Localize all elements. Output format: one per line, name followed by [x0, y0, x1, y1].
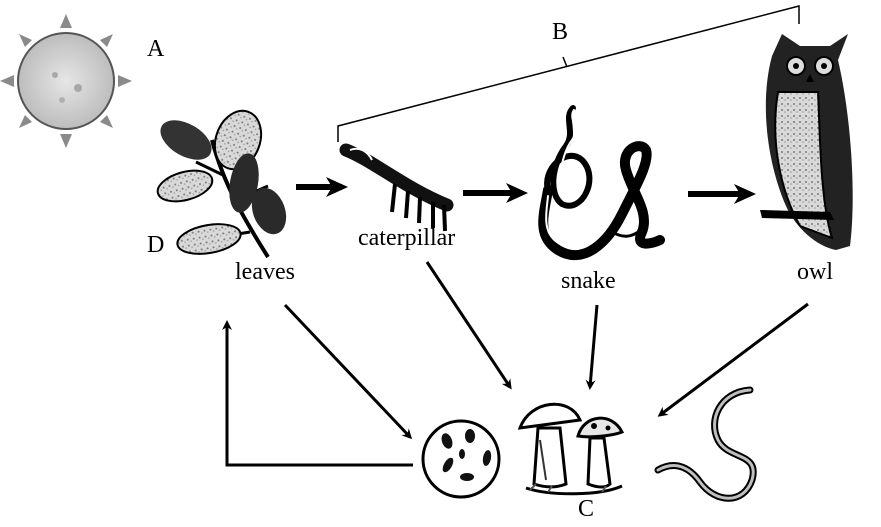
- label-d: D: [147, 232, 164, 259]
- owl-icon: [760, 34, 853, 250]
- caterpillar-icon: [346, 149, 447, 231]
- arrow-caterpillar-to-decomposers: [427, 262, 510, 387]
- arrow-leaves-to-bacteria: [285, 305, 410, 437]
- food-chain-arrows: [296, 187, 750, 194]
- arrow-owl-to-decomposers: [660, 304, 808, 415]
- sun-icon: [0, 14, 132, 148]
- decomposition-arrows: [227, 262, 808, 465]
- label-snake: snake: [561, 268, 616, 295]
- arrow-bacteria-to-leaves: [227, 323, 413, 465]
- label-caterpillar: caterpillar: [358, 225, 455, 252]
- label-c: C: [578, 496, 594, 523]
- mushroom-icon: [520, 404, 622, 494]
- label-leaves: leaves: [235, 259, 295, 286]
- bacteria-icon: [423, 421, 499, 497]
- label-owl: owl: [797, 259, 833, 286]
- label-a: A: [147, 36, 164, 63]
- arrow-snake-to-decomposers: [590, 305, 597, 387]
- leaf-branch-icon: [154, 104, 292, 258]
- label-b: B: [552, 19, 568, 46]
- snake-icon: [543, 108, 660, 255]
